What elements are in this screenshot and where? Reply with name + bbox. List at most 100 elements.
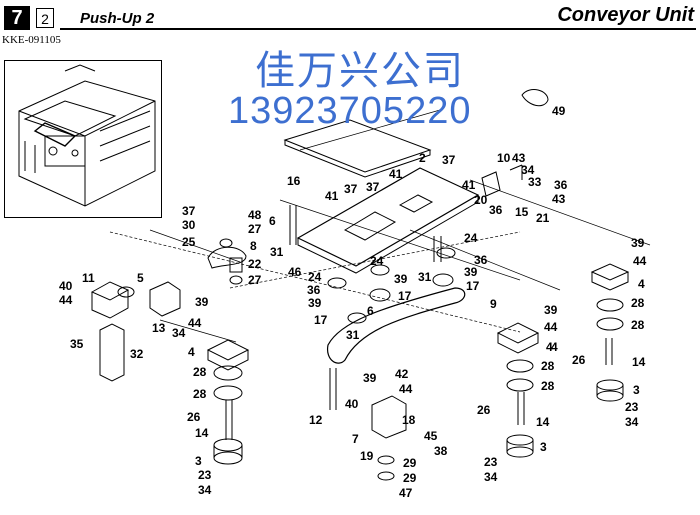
callout-36: 36 (554, 178, 568, 192)
callout-28: 28 (631, 296, 645, 310)
callout-3: 3 (540, 440, 547, 454)
callout-28: 28 (541, 379, 555, 393)
callout-8: 8 (250, 239, 257, 253)
callout-39: 39 (394, 272, 408, 286)
callout-32: 32 (130, 347, 144, 361)
callout-41: 41 (462, 178, 476, 192)
callout-28: 28 (193, 365, 207, 379)
unit-title: Conveyor Unit (557, 4, 694, 26)
callout-10: 10 (497, 151, 511, 165)
callout-37: 37 (344, 182, 358, 196)
callout-27: 27 (248, 273, 262, 287)
callout-17: 17 (314, 313, 328, 327)
callout-14: 14 (536, 415, 550, 429)
callout-48: 48 (248, 208, 262, 222)
document-code: KKE-091105 (2, 34, 61, 46)
callout-27: 27 (248, 222, 262, 236)
section-number: 7 (4, 6, 30, 30)
callout-12: 12 (309, 413, 323, 427)
callout-23: 23 (198, 468, 212, 482)
callout-6: 6 (367, 304, 374, 318)
callout-26: 26 (572, 353, 586, 367)
clamp-49 (521, 89, 549, 107)
callout-43: 43 (512, 151, 526, 165)
machine-overview-drawing (18, 64, 156, 207)
callout-36: 36 (489, 203, 503, 217)
callout-26: 26 (477, 403, 491, 417)
callout-23: 23 (625, 400, 639, 414)
callout-40: 40 (59, 279, 73, 293)
callout-28: 28 (193, 387, 207, 401)
callout-29: 29 (403, 471, 417, 485)
callout-4: 4 (546, 340, 553, 354)
callout-2: 2 (419, 151, 426, 165)
callout-47: 47 (399, 486, 413, 500)
callout-45: 45 (424, 429, 438, 443)
support-rod-right (433, 236, 442, 262)
watermark-phone: 13923705220 (228, 90, 472, 132)
callout-17: 17 (466, 279, 480, 293)
callout-31: 31 (346, 328, 360, 342)
callout-46: 46 (288, 265, 302, 279)
callout-44: 44 (544, 320, 558, 334)
callout-26: 26 (187, 410, 201, 424)
callout-16: 16 (287, 174, 301, 188)
callout-15: 15 (515, 205, 529, 219)
callout-43: 43 (552, 192, 566, 206)
callout-5: 5 (137, 271, 144, 285)
header-rule (60, 28, 696, 30)
callout-9: 9 (490, 297, 497, 311)
callout-4: 4 (551, 340, 558, 354)
callout-34: 34 (484, 470, 498, 484)
idler-collar (229, 257, 243, 273)
watermark-company: 佳万兴公司 (255, 48, 465, 94)
callout-37: 37 (442, 153, 456, 167)
support-rod-left (289, 205, 297, 245)
callout-14: 14 (195, 426, 209, 440)
callout-28: 28 (541, 359, 555, 373)
callout-36: 36 (307, 283, 321, 297)
callout-41: 41 (389, 167, 403, 181)
callout-17: 17 (398, 289, 412, 303)
callout-44: 44 (399, 382, 413, 396)
callout-34: 34 (521, 163, 535, 177)
push-up-pin (329, 368, 337, 410)
callout-23: 23 (484, 455, 498, 469)
callout-21: 21 (536, 211, 550, 225)
callout-3: 3 (195, 454, 202, 468)
callout-39: 39 (631, 236, 645, 250)
callout-18: 18 (402, 413, 416, 427)
callout-44: 44 (633, 254, 647, 268)
callout-44: 44 (188, 316, 202, 330)
motor-assembly (90, 281, 181, 382)
callout-49: 49 (552, 104, 566, 118)
callout-42: 42 (395, 367, 409, 381)
left-lift-stack (206, 339, 250, 465)
callout-39: 39 (464, 265, 478, 279)
sensor-bracket (481, 164, 523, 197)
callout-24: 24 (370, 254, 384, 268)
callout-7: 7 (352, 432, 359, 446)
callout-34: 34 (172, 326, 186, 340)
callout-39: 39 (544, 303, 558, 317)
callout-31: 31 (418, 270, 432, 284)
callout-13: 13 (152, 321, 166, 335)
callout-37: 37 (366, 180, 380, 194)
callout-4: 4 (188, 345, 195, 359)
drive-belt (326, 287, 466, 364)
callout-20: 20 (474, 193, 488, 207)
callout-29: 29 (403, 456, 417, 470)
callout-28: 28 (631, 318, 645, 332)
callout-33: 33 (528, 175, 542, 189)
callout-39: 39 (363, 371, 377, 385)
callout-39: 39 (195, 295, 209, 309)
callout-30: 30 (182, 218, 196, 232)
machine-overview-thumbnail (4, 60, 162, 218)
callout-24: 24 (308, 270, 322, 284)
right-lift-stack (496, 322, 540, 458)
callout-labels: 2 37 10 43 34 33 36 43 20 36 15 21 49 41… (59, 104, 647, 500)
callout-19: 19 (360, 449, 374, 463)
callout-31: 31 (270, 245, 284, 259)
callout-25: 25 (182, 235, 196, 249)
